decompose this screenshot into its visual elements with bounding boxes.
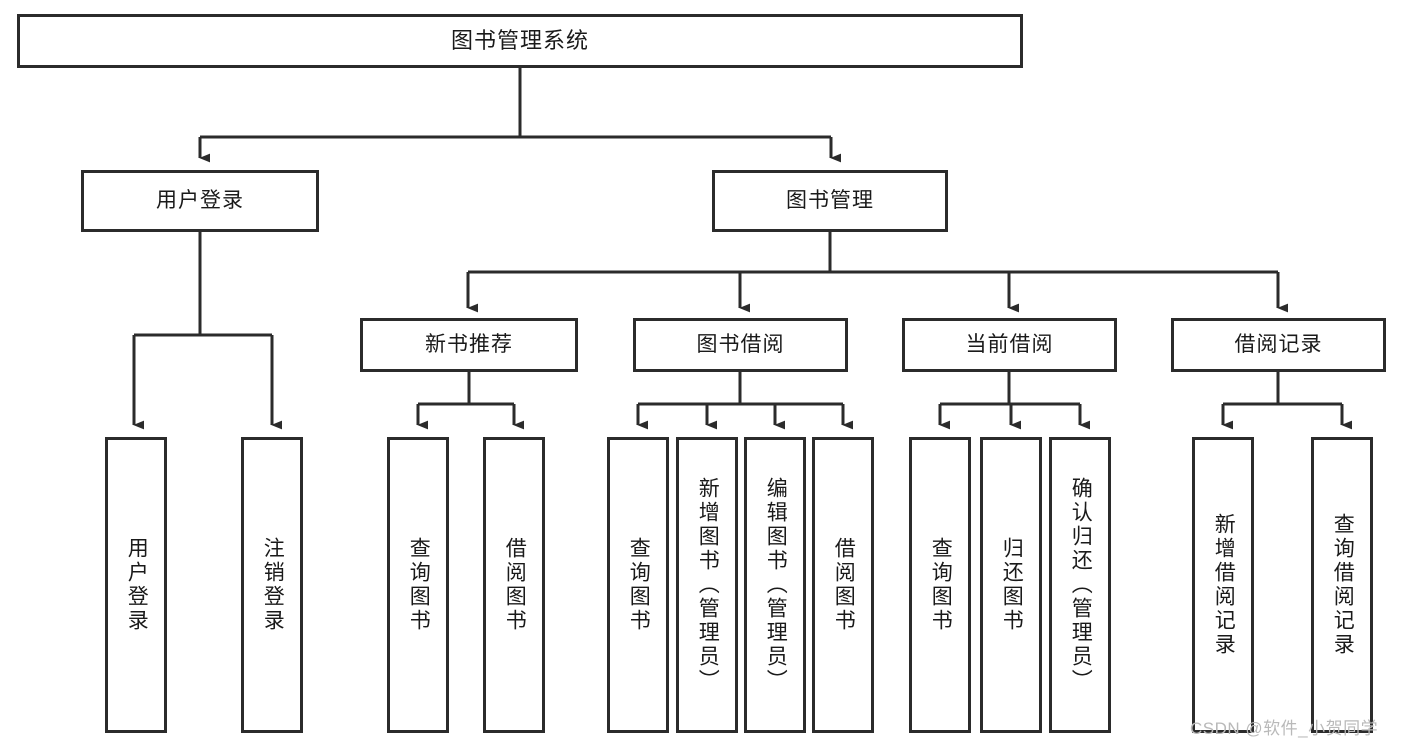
leaf-query-record[interactable]: 查询借阅记录 [1311, 437, 1373, 733]
leaf-borrow-book-1-label: 借阅图书 [503, 537, 527, 633]
node-current-borrow-label: 当前借阅 [965, 333, 1054, 357]
leaf-user-login-label: 用户登录 [125, 537, 149, 633]
leaf-query-book-1[interactable]: 查询图书 [387, 437, 449, 733]
leaf-edit-book[interactable]: 编辑图书（管理员） [744, 437, 806, 733]
node-book-manage-label: 图书管理 [786, 189, 874, 213]
leaf-edit-book-label: 编辑图书（管理员） [764, 477, 788, 693]
leaf-query-book-3[interactable]: 查询图书 [909, 437, 971, 733]
leaf-query-record-label: 查询借阅记录 [1331, 513, 1355, 657]
leaf-user-login[interactable]: 用户登录 [105, 437, 167, 733]
node-current-borrow[interactable]: 当前借阅 [902, 318, 1117, 372]
leaf-add-book-label: 新增图书（管理员） [696, 477, 720, 693]
csdn-watermark: CSDN @软件_小贺同学 [1190, 719, 1379, 738]
leaf-return-book[interactable]: 归还图书 [980, 437, 1042, 733]
leaf-borrow-book-1[interactable]: 借阅图书 [483, 437, 545, 733]
node-borrow-record-label: 借阅记录 [1234, 333, 1323, 357]
leaf-query-book-1-label: 查询图书 [407, 537, 431, 633]
leaf-borrow-book-2[interactable]: 借阅图书 [812, 437, 874, 733]
node-root[interactable]: 图书管理系统 [17, 14, 1023, 68]
leaf-add-book[interactable]: 新增图书（管理员） [676, 437, 738, 733]
leaf-borrow-book-2-label: 借阅图书 [832, 537, 856, 633]
leaf-add-record[interactable]: 新增借阅记录 [1192, 437, 1254, 733]
node-book-manage[interactable]: 图书管理 [712, 170, 948, 232]
node-book-borrow-label: 图书借阅 [696, 333, 785, 357]
leaf-confirm-return-label: 确认归还（管理员） [1069, 477, 1093, 693]
leaf-confirm-return[interactable]: 确认归还（管理员） [1049, 437, 1111, 733]
leaf-query-book-2[interactable]: 查询图书 [607, 437, 669, 733]
leaf-logout-label: 注销登录 [261, 537, 285, 633]
node-new-book-recommend[interactable]: 新书推荐 [360, 318, 578, 372]
leaf-logout[interactable]: 注销登录 [241, 437, 303, 733]
leaf-return-book-label: 归还图书 [1000, 537, 1024, 633]
node-root-label: 图书管理系统 [450, 27, 589, 53]
node-book-borrow[interactable]: 图书借阅 [633, 318, 848, 372]
leaf-query-book-3-label: 查询图书 [929, 537, 953, 633]
leaf-add-record-label: 新增借阅记录 [1212, 513, 1236, 657]
leaf-query-book-2-label: 查询图书 [627, 537, 651, 633]
node-new-book-recommend-label: 新书推荐 [425, 333, 513, 357]
node-user-login[interactable]: 用户登录 [81, 170, 319, 232]
node-borrow-record[interactable]: 借阅记录 [1171, 318, 1386, 372]
node-user-login-label: 用户登录 [156, 189, 244, 213]
